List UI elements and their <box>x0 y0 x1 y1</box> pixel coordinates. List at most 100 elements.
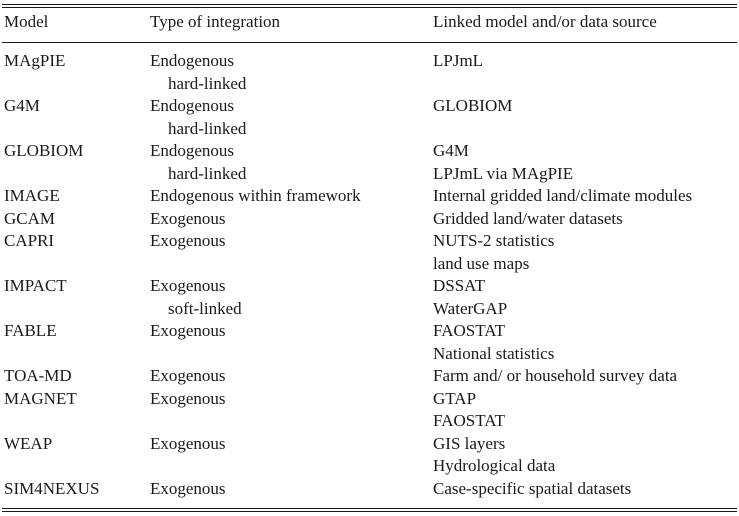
cell-integration: Endogenous hard-linked <box>150 95 433 140</box>
cell-integration: Exogenous <box>150 230 433 275</box>
cell-integration-line: soft-linked <box>168 298 242 318</box>
blank-line <box>4 298 150 321</box>
cell-sources-line: FAOSTAT <box>433 411 506 430</box>
cell-sources: NUTS-2 statistics land use maps <box>433 230 736 275</box>
cell-integration: Exogenous <box>150 433 433 478</box>
blank-line <box>150 343 433 366</box>
blank-line <box>4 410 150 433</box>
cell-sources: GTAP FAOSTAT <box>433 388 736 433</box>
cell-model-line: WEAP <box>4 433 53 453</box>
cell-model-line: CAPRI <box>4 231 55 250</box>
top-rule-2 <box>2 7 737 8</box>
bottom-rule-1 <box>2 508 737 509</box>
cell-sources: G4M LPJmL via MAgPIE <box>433 140 736 185</box>
cell-sources-line: LPJmL <box>433 51 484 70</box>
cell-sources-line: Internal gridded land/climate modules <box>433 186 693 205</box>
cell-sources-line: LPJmL via MAgPIE <box>433 163 574 183</box>
blank-line <box>4 455 150 478</box>
cell-integration-line: Endogenous within framework <box>150 186 361 205</box>
cell-integration-line: hard-linked <box>168 163 247 183</box>
cell-integration: Endogenous within framework <box>150 185 433 208</box>
cell-model: MAgPIE <box>4 50 150 95</box>
blank-line <box>150 455 433 478</box>
cell-model: GCAM <box>4 208 150 231</box>
cell-integration-line: Exogenous <box>150 321 226 340</box>
blank-line <box>4 253 150 276</box>
cell-sources-line: G4M <box>433 141 469 160</box>
cell-integration-line: Exogenous <box>150 208 226 228</box>
cell-sources: Case-specific spatial datasets <box>433 478 736 501</box>
cell-integration-line: Endogenous <box>150 51 235 70</box>
header-integration: Type of integration <box>150 12 281 31</box>
cell-model-line: IMAGE <box>4 186 60 205</box>
cell-model-line: GLOBIOM <box>4 141 84 160</box>
cell-integration: Exogenous <box>150 365 433 388</box>
cell-sources: Farm and/ or household survey data <box>433 365 736 388</box>
cell-sources: LPJmL <box>433 50 736 95</box>
cell-sources-line: NUTS-2 statistics <box>433 231 555 250</box>
blank-line <box>4 343 150 366</box>
cell-sources: Gridded land/water datasets <box>433 208 736 231</box>
cell-sources: Internal gridded land/climate modules <box>433 185 736 208</box>
header-sources: Linked model and/or data source <box>433 12 657 31</box>
cell-integration-line: Exogenous <box>150 478 226 498</box>
cell-integration-line: Endogenous <box>150 141 235 160</box>
cell-sources-line: DSSAT <box>433 276 485 295</box>
cell-sources: DSSAT WaterGAP <box>433 275 736 320</box>
cell-sources-line: GTAP <box>433 388 477 408</box>
blank-line <box>433 73 736 96</box>
cell-model-line: MAgPIE <box>4 51 66 70</box>
cell-model: FABLE <box>4 320 150 365</box>
cell-integration: Exogenous <box>150 320 433 365</box>
bottom-rule-2 <box>2 511 737 512</box>
cell-sources-line: Gridded land/water datasets <box>433 208 623 228</box>
cell-integration-line: Exogenous <box>150 366 226 385</box>
cell-sources-line: land use maps <box>433 253 530 273</box>
cell-sources-line: National statistics <box>433 343 555 363</box>
cell-integration: Exogenous <box>150 478 433 501</box>
cell-model: WEAP <box>4 433 150 478</box>
blank-line <box>433 118 736 141</box>
cell-model-line: G4M <box>4 96 40 115</box>
cell-sources: FAOSTAT National statistics <box>433 320 736 365</box>
cell-model-line: SIM4NEXUS <box>4 478 100 498</box>
blank-line <box>4 163 150 186</box>
cell-integration: Exogenous soft-linked <box>150 275 433 320</box>
cell-model: GLOBIOM <box>4 140 150 185</box>
blank-line <box>150 253 433 276</box>
cell-model-line: MAGNET <box>4 388 77 408</box>
cell-model: MAGNET <box>4 388 150 433</box>
cell-integration-line: Endogenous <box>150 96 235 115</box>
cell-sources-line: Case-specific spatial datasets <box>433 478 632 498</box>
header-rule <box>2 42 737 43</box>
blank-line <box>4 118 150 141</box>
cell-integration-line: hard-linked <box>168 118 247 138</box>
header-model: Model <box>4 12 49 31</box>
table-header: Model Type of integration Linked model a… <box>4 11 736 34</box>
cell-sources: GLOBIOM <box>433 95 736 140</box>
cell-integration: Endogenous hard-linked <box>150 50 433 95</box>
cell-model: SIM4NEXUS <box>4 478 150 501</box>
blank-line <box>4 73 150 96</box>
cell-model-line: TOA-MD <box>4 366 72 385</box>
cell-sources-line: FAOSTAT <box>433 321 506 340</box>
cell-integration: Endogenous hard-linked <box>150 140 433 185</box>
cell-integration-line: hard-linked <box>168 73 247 93</box>
cell-integration-line: Exogenous <box>150 231 226 250</box>
cell-integration: Exogenous <box>150 208 433 231</box>
cell-sources-line: WaterGAP <box>433 298 508 318</box>
cell-model-line: FABLE <box>4 321 57 340</box>
cell-model-line: GCAM <box>4 208 56 228</box>
cell-model: CAPRI <box>4 230 150 275</box>
cell-sources-line: Farm and/ or household survey data <box>433 366 678 385</box>
cell-integration-line: Exogenous <box>150 276 226 295</box>
cell-model: TOA-MD <box>4 365 150 388</box>
cell-sources-line: GLOBIOM <box>433 96 513 115</box>
cell-model: G4M <box>4 95 150 140</box>
blank-line <box>150 410 433 433</box>
cell-model: IMPACT <box>4 275 150 320</box>
cell-model-line: IMPACT <box>4 276 67 295</box>
cell-integration-line: Exogenous <box>150 388 226 408</box>
cell-model: IMAGE <box>4 185 150 208</box>
